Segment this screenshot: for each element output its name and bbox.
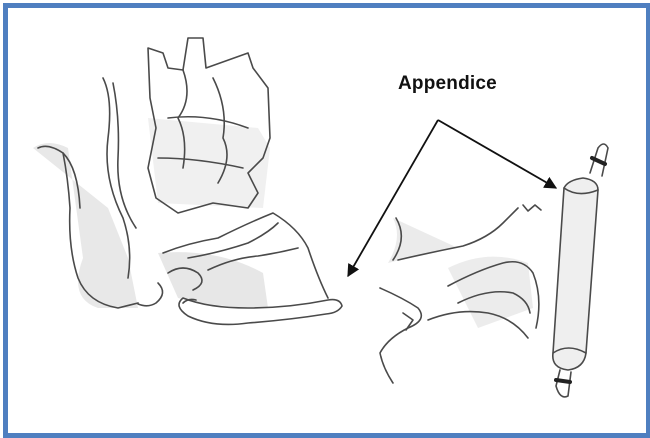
- right-appendix-sketch: [380, 144, 608, 397]
- left-cecum-sketch: [33, 38, 342, 324]
- appendix-label: Appendice: [398, 73, 497, 95]
- figure-frame: Appendice: [3, 3, 650, 438]
- arrow-to-right-appendix: [438, 120, 556, 188]
- anatomy-sketch: [8, 8, 646, 433]
- label-arrows: [348, 120, 556, 276]
